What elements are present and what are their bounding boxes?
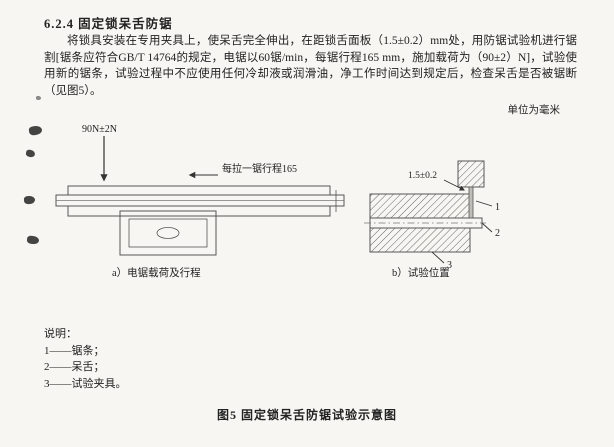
callout-line-3 — [431, 251, 445, 264]
clamp-inner — [128, 218, 208, 248]
callout-line-2 — [481, 222, 493, 233]
legend-title: 说明： — [44, 328, 77, 340]
figure-legend: 说明： 1——锯条； 2——呆舌； 3——试验夹具。 — [44, 326, 127, 392]
scan-artifact — [23, 195, 36, 205]
clamp-outline — [119, 210, 217, 256]
test-position-diagram: 1.5±0.2 1 2 3 b）试验位置 — [364, 160, 500, 279]
legend-item: 2——呆舌； — [44, 361, 105, 373]
callout-3: 3 — [447, 260, 452, 271]
figure-diagram: 90N±2N 每拉一锯行程165 a）电锯载荷及行程 — [55, 124, 500, 279]
gap-dimension-label: 1.5±0.2 — [408, 171, 437, 181]
section-heading: 6.2.4 固定锁呆舌防锯 — [44, 17, 173, 31]
figure-caption: 图5 固定锁呆舌防锯试验示意图 — [216, 408, 397, 422]
fixture-bottom-section — [369, 227, 471, 253]
legend-item: 1——锯条； — [44, 344, 105, 357]
scan-artifact — [36, 96, 41, 100]
gap-dimension-leader — [443, 179, 465, 191]
scan-artifact — [26, 235, 40, 245]
body-paragraph: 将锁具安装在专用夹具上，使呆舌完全伸出，在距锁舌面板（1.5±0.2）mm处，用… — [44, 35, 577, 97]
scan-artifact — [25, 149, 36, 158]
callout-line-1 — [475, 200, 493, 207]
legend-item: 3——试验夹具。 — [44, 377, 127, 390]
sub-caption-a: a）电锯载荷及行程 — [112, 266, 201, 279]
clamp-keyhole — [156, 227, 180, 239]
saw-load-diagram: 90N±2N 每拉一锯行程165 a）电锯载荷及行程 — [55, 124, 345, 279]
stroke-label: 每拉一锯行程165 — [222, 162, 297, 175]
saw-section-square — [457, 160, 485, 188]
sub-caption-b: b）试验位置 — [392, 266, 450, 279]
fixture-top-section — [369, 193, 471, 219]
callout-2: 2 — [495, 228, 500, 239]
unit-note: 单位为毫米 — [507, 105, 561, 116]
load-label: 90N±2N — [82, 124, 117, 135]
saw-blade-edge — [468, 186, 474, 219]
callout-1: 1 — [495, 202, 500, 213]
